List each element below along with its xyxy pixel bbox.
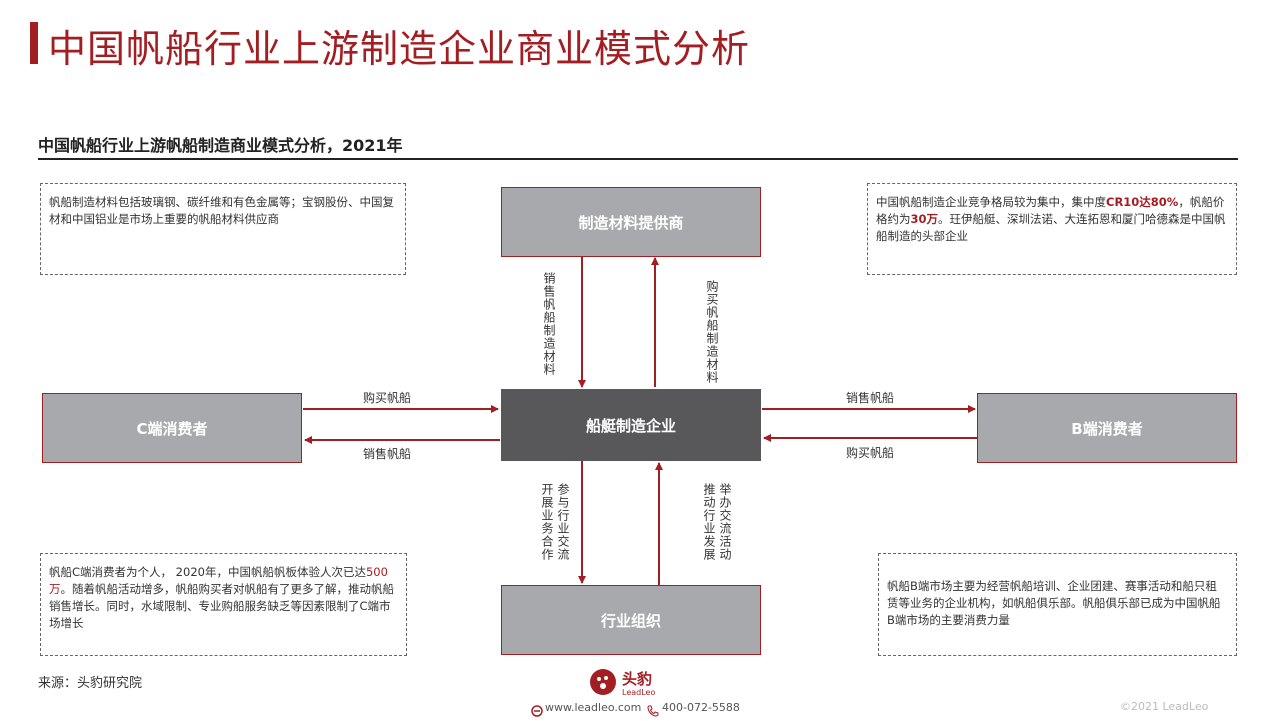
note-top-left-text: 帆船制造材料包括玻璃钢、碳纤维和有色金属等；宝钢股份、中国复材和中国铝业是市场上… — [49, 195, 394, 226]
note-bottom-left-text-2: 。随着帆船活动增多，帆船购买者对帆船有了更多了解，推动帆船销售增长。同时，水域限… — [49, 582, 394, 630]
diagram-subtitle: 中国帆船行业上游帆船制造商业模式分析，2021年 — [38, 136, 403, 155]
edge-label-promote: 推动行业发展 — [702, 483, 716, 561]
node-b-consumer: B端消费者 — [977, 393, 1237, 463]
note-bottom-right: 帆船B端市场主要为经营帆船培训、企业团建、赛事活动和船只租赁等业务的企业机构，如… — [878, 553, 1237, 656]
edge-label-buy-materials: 购买帆船制造材料 — [705, 280, 719, 384]
page-title: 中国帆船行业上游制造企业商业模式分析 — [48, 27, 751, 71]
edge-label-cooperate: 开展业务合作 — [540, 483, 554, 561]
edge-label-host: 举办交流活动 — [718, 483, 732, 561]
note-top-right-text-1: 中国帆船制造企业竞争格局较为集中，集中度 — [876, 195, 1106, 209]
note-top-left: 帆船制造材料包括玻璃钢、碳纤维和有色金属等；宝钢股份、中国复材和中国铝业是市场上… — [40, 183, 406, 275]
leopard-logo-icon — [588, 667, 618, 697]
title-accent-bar — [30, 22, 38, 64]
node-c-consumer: C端消费者 — [42, 393, 302, 463]
note-top-right-text-3: 。玨伊船艇、深圳法诺、大连拓恩和厦门哈德森是中国帆船制造的头部企业 — [876, 212, 1226, 243]
node-boat-manufacturer: 船艇制造企业 — [501, 389, 761, 461]
note-bottom-left-text-1: 帆船C端消费者为个人， 2020年，中国帆船帆板体验人次已达 — [49, 565, 366, 579]
node-industry-organization: 行业组织 — [501, 585, 761, 655]
note-top-right: 中国帆船制造企业竞争格局较为集中，集中度CR10达80%，帆船价格约为30万。玨… — [867, 183, 1237, 275]
source-note: 来源：头豹研究院 — [38, 676, 143, 691]
edge-label-participate: 参与行业交流 — [556, 483, 570, 561]
note-top-right-text-2: ，帆船价格约为 — [876, 195, 1225, 226]
edge-label-c-buy: 购买帆船 — [363, 391, 412, 405]
note-top-right-highlight-cr10: CR10达80% — [1106, 195, 1179, 209]
node-material-supplier: 制造材料提供商 — [501, 187, 761, 257]
footer-phone: 400-072-5588 — [662, 701, 740, 714]
note-bottom-right-text: 帆船B端市场主要为经营帆船培训、企业团建、赛事活动和船只租赁等业务的企业机构，如… — [887, 579, 1221, 627]
phone-icon — [647, 702, 659, 721]
subtitle-divider — [38, 158, 1238, 160]
edge-label-b-sell: 销售帆船 — [846, 391, 895, 405]
footer-brand: 头豹 — [622, 670, 653, 688]
web-icon — [531, 702, 543, 721]
note-top-right-highlight-price: 30万 — [910, 212, 939, 226]
footer-website[interactable]: www.leadleo.com — [545, 701, 642, 714]
footer-brand-en: LeadLeo — [622, 688, 656, 697]
edge-label-sell-materials: 销售帆船制造材料 — [542, 272, 556, 376]
copyright: ©2021 LeadLeo — [1120, 700, 1209, 713]
note-bottom-left: 帆船C端消费者为个人， 2020年，中国帆船帆板体验人次已达500万。随着帆船活… — [40, 553, 407, 656]
edge-label-c-sell: 销售帆船 — [363, 447, 412, 461]
note-bottom-left-highlight: 500万 — [49, 565, 388, 596]
edge-label-b-buy: 购买帆船 — [846, 446, 895, 460]
